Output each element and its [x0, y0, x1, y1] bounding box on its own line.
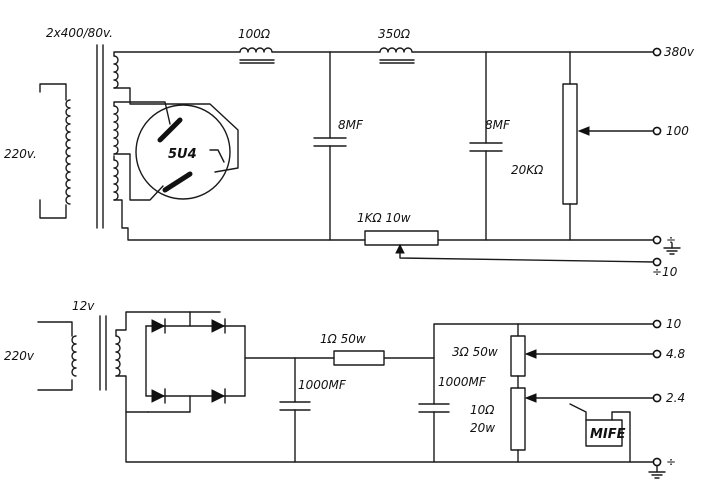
bottom-transformer-secondary-winding [115, 335, 121, 377]
pot-20k-label: 20KΩ [511, 163, 544, 177]
bottom-cap-1-label: 1000MF [298, 378, 347, 392]
top-wire-filament-b [113, 87, 239, 173]
top-wire-hv-a [113, 101, 171, 125]
bottom-primary-lead-upper [37, 321, 73, 337]
terminal-ground-bottom[interactable] [652, 457, 662, 467]
top-transformer-label: 2x400/80v. [46, 26, 113, 40]
bottom-transformer-primary-winding [71, 335, 77, 377]
top-secondary-winding-upper [113, 55, 119, 89]
meter-body [585, 419, 623, 447]
bottom-wire-sec-bottom [115, 375, 149, 413]
top-secondary-winding-lower [113, 159, 119, 201]
terminal-10-bottom-label: 10 [666, 317, 682, 331]
top-wire-return-left [113, 199, 366, 241]
terminal-10-top[interactable] [652, 257, 662, 267]
tube-5u4-filament [209, 149, 225, 163]
terminal-ground-bottom-label: ÷ [666, 455, 676, 469]
pot-10ohm-label-1: 10Ω [470, 403, 495, 417]
terminal-4-8-label: 4.8 [666, 347, 685, 361]
bottom-primary-label: 220v [4, 349, 35, 363]
choke-1-coil [239, 47, 273, 53]
top-primary-label: 220v. [4, 147, 37, 161]
terminal-ground-top-label: ÷ [666, 233, 676, 247]
tube-5u4-anode-1 [157, 117, 183, 143]
meter-label: MIFE [590, 427, 626, 442]
diode-3 [151, 388, 166, 404]
cap-2-label: 8MF [485, 118, 511, 132]
pot-3ohm-body [510, 335, 526, 377]
pot-10ohm-body [510, 387, 526, 451]
resistor-1k-label: 1KΩ 10w [357, 211, 411, 225]
bottom-circuit: 220v 12v [4, 299, 685, 479]
diode-1 [151, 318, 166, 334]
tube-label: 5U4 [168, 147, 197, 162]
ground-symbol-bottom [648, 465, 666, 479]
resistor-1k-tap [399, 244, 655, 263]
terminal-4-8[interactable] [652, 349, 662, 359]
diode-4 [211, 388, 226, 404]
top-primary-lead-lower [39, 199, 67, 219]
terminal-380v[interactable] [652, 47, 662, 57]
tube-5u4-envelope [135, 104, 231, 200]
top-circuit: 220v. 2x400/80v. 5U4 [4, 26, 695, 279]
meter-lead-b [611, 411, 631, 463]
top-primary-lead-upper [39, 83, 67, 101]
diode-2 [211, 318, 226, 334]
pot-3ohm-wiper-arrow [524, 349, 537, 359]
meter-lead-a [569, 403, 587, 421]
resistor-1k-body [364, 230, 439, 246]
bottom-bus-up [433, 323, 655, 359]
top-wire-hv-b [113, 153, 164, 201]
bottom-primary-lead-lower [37, 379, 73, 391]
resistor-1k-tap-arrow [395, 243, 405, 254]
terminal-100[interactable] [652, 126, 662, 136]
top-transformer-primary-winding [65, 99, 71, 205]
bottom-wire-sec-top [115, 311, 221, 337]
terminal-2-4[interactable] [652, 393, 662, 403]
bottom-cap-2-label: 1000MF [438, 375, 487, 389]
choke-2-coil [379, 47, 413, 53]
terminal-380v-label: 380v [664, 45, 695, 59]
pot-20k-body [562, 83, 578, 205]
resistor-1ohm-body [333, 350, 385, 366]
resistor-1ohm-label: 1Ω 50w [320, 332, 366, 346]
bottom-return [125, 411, 655, 463]
terminal-10-bottom[interactable] [652, 319, 662, 329]
ground-symbol-top [663, 242, 681, 255]
pot-10ohm-label-2: 20w [470, 421, 495, 435]
top-wire-filament-a [113, 51, 241, 57]
terminal-2-4-label: 2.4 [666, 391, 685, 405]
choke-1-label: 100Ω [238, 27, 271, 41]
tube-5u4-anode-2 [162, 171, 193, 193]
bottom-secondary-label: 12v [72, 299, 95, 313]
terminal-100-label: 100 [666, 124, 689, 138]
top-secondary-winding-middle [113, 105, 119, 155]
pot-10ohm-wiper-arrow [524, 393, 537, 403]
pot-3ohm-label: 3Ω 50w [452, 345, 498, 359]
terminal-ground-top[interactable] [652, 235, 662, 245]
pot-20k-wiper-arrow [577, 126, 590, 136]
terminal-10-top-label: ÷10 [652, 265, 678, 279]
choke-2-label: 350Ω [378, 27, 411, 41]
cap-1-label: 8MF [338, 118, 364, 132]
